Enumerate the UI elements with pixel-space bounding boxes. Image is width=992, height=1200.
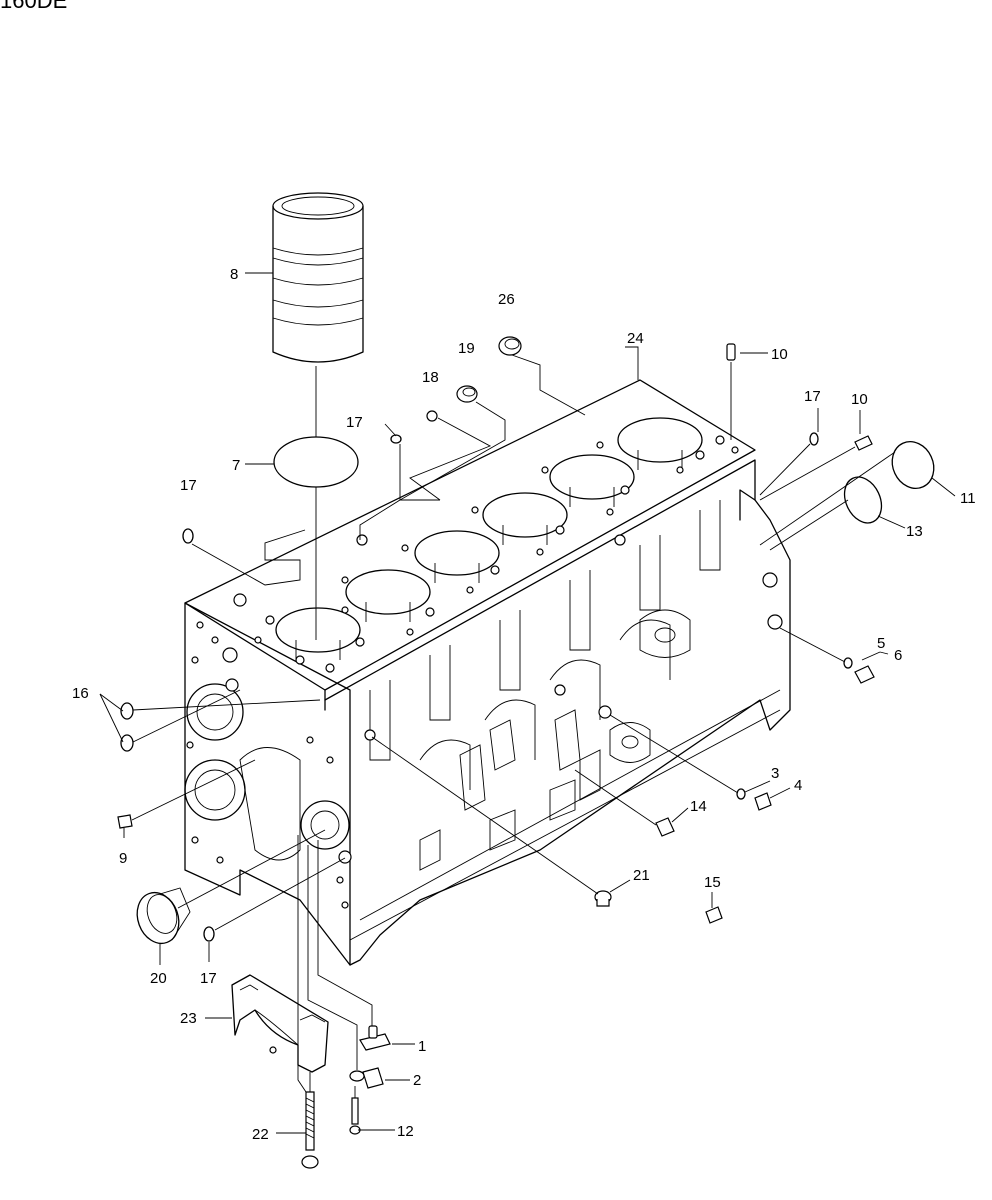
o-ring bbox=[273, 436, 359, 488]
bracket-2 bbox=[349, 1067, 384, 1089]
washer-6 bbox=[843, 657, 853, 669]
callout-8: 8 bbox=[230, 266, 238, 283]
callout-13: 13 bbox=[906, 523, 923, 540]
bracket-1 bbox=[359, 1025, 391, 1051]
callout-18: 18 bbox=[422, 369, 439, 386]
plug-4 bbox=[754, 792, 772, 811]
dowel-pin-10b bbox=[854, 435, 873, 451]
callout-9: 9 bbox=[119, 850, 127, 867]
plug-18 bbox=[426, 410, 438, 422]
callout-6: 5 bbox=[877, 635, 885, 652]
leader-lines bbox=[99, 272, 956, 1134]
callout-19: 19 bbox=[458, 340, 475, 357]
o-ring-17c bbox=[809, 432, 819, 446]
callout-17c: 17 bbox=[804, 388, 821, 405]
callout-5: 6 bbox=[894, 647, 902, 664]
cylinder-liner bbox=[272, 192, 364, 363]
callout-17a: 17 bbox=[346, 414, 363, 431]
gasket-13 bbox=[843, 476, 883, 524]
page-title: 160DE bbox=[0, 0, 68, 13]
cover-plate-11 bbox=[891, 441, 935, 489]
washer-3 bbox=[736, 788, 746, 800]
bolt-22 bbox=[301, 1091, 319, 1169]
callout-26: 26 bbox=[498, 291, 515, 308]
pin-9 bbox=[117, 814, 133, 829]
callout-1: 1 bbox=[418, 1038, 426, 1055]
o-ring-17b bbox=[182, 528, 194, 544]
callout-labels: 8 7 26 24 19 18 17 17 10 17 10 11 13 5 6… bbox=[72, 266, 976, 1143]
o-ring-17d bbox=[203, 926, 215, 942]
callout-10a: 10 bbox=[771, 346, 788, 363]
dowel-pin-10a bbox=[726, 343, 736, 361]
o-ring-17a bbox=[390, 434, 402, 444]
o-ring-16a bbox=[120, 702, 134, 720]
callout-11: 11 bbox=[960, 490, 976, 507]
bearing-cap-23 bbox=[231, 974, 329, 1073]
bolt-12 bbox=[349, 1097, 361, 1135]
plug-19 bbox=[456, 385, 478, 403]
o-ring-16b bbox=[120, 734, 134, 752]
callout-15: 15 bbox=[704, 874, 721, 891]
callout-16: 16 bbox=[72, 685, 89, 702]
callout-17b: 17 bbox=[180, 477, 197, 494]
callout-20: 20 bbox=[150, 970, 167, 987]
callout-2: 2 bbox=[413, 1072, 421, 1089]
callout-12: 12 bbox=[397, 1123, 414, 1140]
plug-15 bbox=[705, 906, 723, 924]
plug-5 bbox=[854, 665, 875, 684]
callout-17d: 17 bbox=[200, 970, 217, 987]
callout-7: 7 bbox=[232, 457, 240, 474]
cylinder-block bbox=[184, 379, 791, 966]
callout-22: 22 bbox=[252, 1126, 269, 1143]
plug-26 bbox=[498, 336, 522, 356]
callout-4: 4 bbox=[794, 777, 802, 794]
seal-20 bbox=[136, 887, 191, 945]
sensor-14 bbox=[655, 817, 675, 837]
callout-10b: 10 bbox=[851, 391, 868, 408]
callout-3: 3 bbox=[771, 765, 779, 782]
plug-21 bbox=[594, 890, 612, 907]
callout-21: 21 bbox=[633, 867, 650, 884]
callout-23: 23 bbox=[180, 1010, 197, 1027]
callout-24: 24 bbox=[627, 330, 644, 347]
callout-14: 14 bbox=[690, 798, 707, 815]
